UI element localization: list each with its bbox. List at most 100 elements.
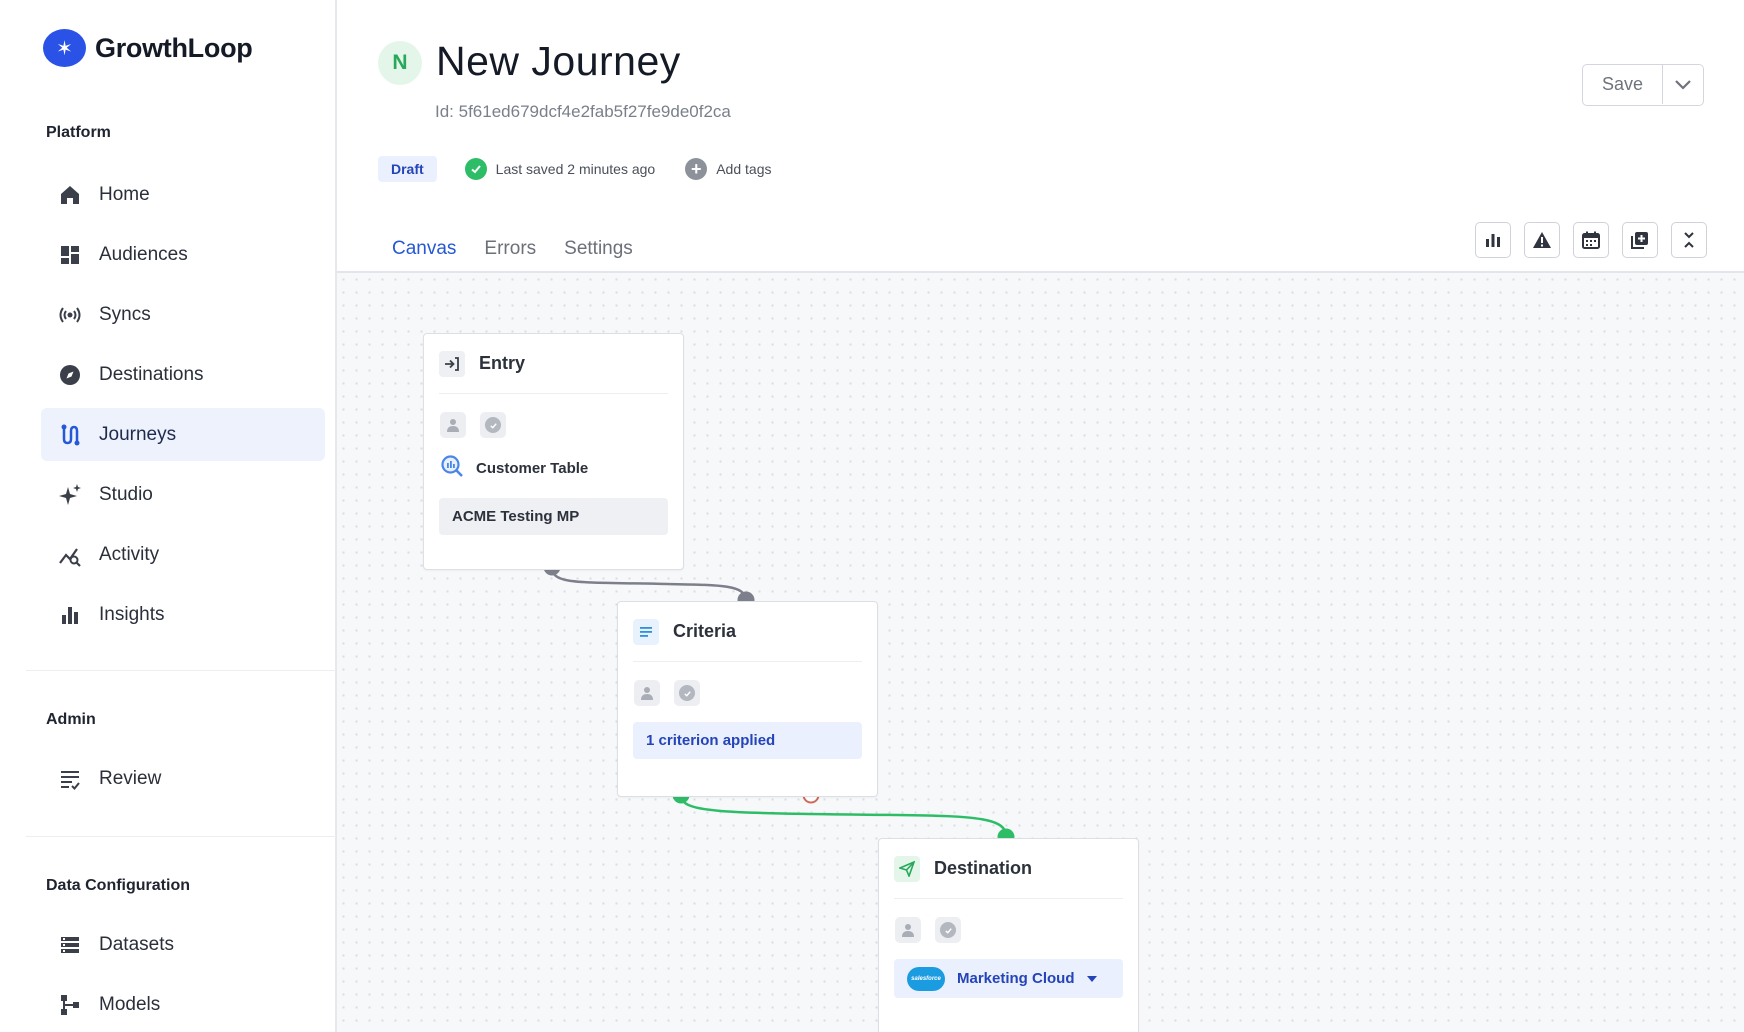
criteria-to-destination-connector: [679, 794, 1008, 838]
criteria-summary[interactable]: 1 criterion applied: [633, 722, 862, 759]
last-saved-text: Last saved 2 minutes ago: [495, 161, 656, 177]
criteria-node-header: Criteria: [633, 602, 862, 662]
review-list-icon: [57, 766, 83, 792]
destination-node-header: Destination: [894, 839, 1123, 899]
status-badge: Draft: [378, 156, 437, 182]
warning-icon: [1533, 232, 1551, 248]
journey-id: Id: 5f61ed679dcf4e2fab5f27fe9de0f2ca: [435, 102, 731, 121]
destination-target-label: Marketing Cloud: [957, 970, 1075, 987]
home-icon: [57, 182, 83, 208]
sidebar-item-label: Home: [99, 183, 150, 205]
sidebar-item-insights[interactable]: Insights: [41, 588, 325, 641]
activity-icon: [57, 542, 83, 568]
sidebar-item-destinations[interactable]: Destinations: [41, 348, 325, 401]
schedule-button[interactable]: [1573, 222, 1609, 258]
sidebar-item-activity[interactable]: Activity: [41, 528, 325, 581]
tab-canvas[interactable]: Canvas: [378, 233, 471, 276]
check-status-icon: [935, 917, 961, 943]
tabs-divider: [337, 271, 1744, 273]
sidebar-divider: [26, 836, 336, 837]
add-copy-icon: [1631, 232, 1648, 249]
sidebar-item-review[interactable]: Review: [41, 752, 325, 805]
sidebar-item-studio[interactable]: Studio: [41, 468, 325, 521]
plus-circle-icon: +: [685, 158, 708, 180]
page-title[interactable]: New Journey: [436, 38, 681, 84]
add-tags-button[interactable]: + Add tags: [685, 158, 771, 180]
dashboard-icon: [57, 242, 83, 268]
send-icon: [894, 855, 920, 882]
collapse-icon: [1684, 232, 1694, 248]
sidebar: ✶ GrowthLoop Platform Home Audiences Syn…: [0, 0, 337, 1032]
save-button[interactable]: Save: [1583, 65, 1663, 104]
person-icon: [895, 917, 921, 943]
entry-to-criteria-connector: [550, 566, 748, 601]
sidebar-item-syncs[interactable]: Syncs: [41, 288, 325, 341]
calendar-icon: [1582, 231, 1600, 249]
broadcast-icon: [57, 302, 83, 328]
criteria-node[interactable]: Criteria 1 criterion applied: [617, 601, 878, 797]
sidebar-item-label: Journeys: [99, 423, 177, 445]
add-tags-label: Add tags: [716, 161, 772, 177]
warnings-button[interactable]: [1524, 222, 1560, 258]
app-name: GrowthLoop: [95, 32, 253, 63]
bigquery-icon: [440, 454, 464, 482]
destination-node[interactable]: Destination salesforce Marketing Cloud: [878, 838, 1139, 1032]
tab-errors[interactable]: Errors: [484, 238, 537, 259]
sidebar-item-models[interactable]: Models: [41, 978, 325, 1031]
journey-canvas[interactable]: Entry Customer Table ACME Testing MP Cri…: [337, 273, 1744, 1032]
check-status-icon: [674, 680, 700, 706]
bar-chart-icon: [1486, 234, 1500, 247]
collapse-button[interactable]: [1671, 222, 1707, 258]
check-circle-icon: [464, 158, 487, 180]
section-data-configuration: Data Configuration: [46, 877, 190, 894]
person-icon: [440, 412, 466, 438]
criteria-node-title: Criteria: [673, 621, 737, 641]
model-icon: [57, 992, 83, 1018]
sidebar-item-audiences[interactable]: Audiences: [41, 228, 325, 281]
entry-node-title: Entry: [479, 353, 526, 373]
app-logo[interactable]: ✶ GrowthLoop: [43, 29, 253, 67]
canvas-toolbar: [1475, 222, 1707, 258]
compass-icon: [57, 362, 83, 388]
stats-button[interactable]: [1475, 222, 1511, 258]
entry-source: Customer Table: [440, 454, 667, 482]
destination-select[interactable]: salesforce Marketing Cloud: [894, 959, 1123, 998]
sidebar-item-label: Datasets: [99, 933, 174, 955]
growthloop-logo-icon: ✶: [43, 29, 86, 67]
sidebar-item-label: Activity: [99, 543, 160, 565]
journey-icon: [57, 422, 83, 448]
sidebar-item-label: Insights: [99, 603, 165, 625]
tab-settings[interactable]: Settings: [564, 238, 633, 259]
sidebar-item-home[interactable]: Home: [41, 168, 325, 221]
person-icon: [634, 680, 660, 706]
sidebar-item-datasets[interactable]: Datasets: [41, 918, 325, 971]
sidebar-item-journeys[interactable]: Journeys: [41, 408, 325, 461]
section-platform: Platform: [46, 124, 111, 141]
save-split-button: Save: [1582, 64, 1704, 106]
filter-lines-icon: [633, 618, 659, 645]
sidebar-item-label: Syncs: [99, 303, 151, 325]
journey-meta: Draft Last saved 2 minutes ago + Add tag…: [378, 155, 771, 183]
sidebar-item-label: Studio: [99, 483, 153, 505]
bar-chart-icon: [57, 602, 83, 628]
sparkle-icon: [57, 482, 83, 508]
destination-node-title: Destination: [934, 858, 1033, 878]
sidebar-item-label: Audiences: [99, 243, 188, 265]
journey-avatar: N: [378, 41, 422, 85]
entry-source-label: Customer Table: [476, 459, 589, 477]
check-status-icon: [480, 412, 506, 438]
last-saved: Last saved 2 minutes ago: [464, 158, 656, 180]
save-options-button[interactable]: [1663, 65, 1703, 104]
caret-down-icon: [1086, 975, 1097, 982]
entry-source-value[interactable]: ACME Testing MP: [439, 498, 668, 535]
salesforce-logo-icon: salesforce: [907, 966, 945, 991]
entry-node[interactable]: Entry Customer Table ACME Testing MP: [423, 333, 684, 570]
sidebar-item-label: Destinations: [99, 363, 204, 385]
destination-node-status: [895, 917, 1122, 943]
sidebar-divider: [26, 670, 336, 671]
sidebar-item-label: Models: [99, 993, 161, 1015]
journey-tabs: Canvas Errors Settings: [378, 233, 647, 276]
add-node-button[interactable]: [1622, 222, 1658, 258]
dataset-icon: [57, 932, 83, 958]
sidebar-item-label: Review: [99, 767, 162, 789]
